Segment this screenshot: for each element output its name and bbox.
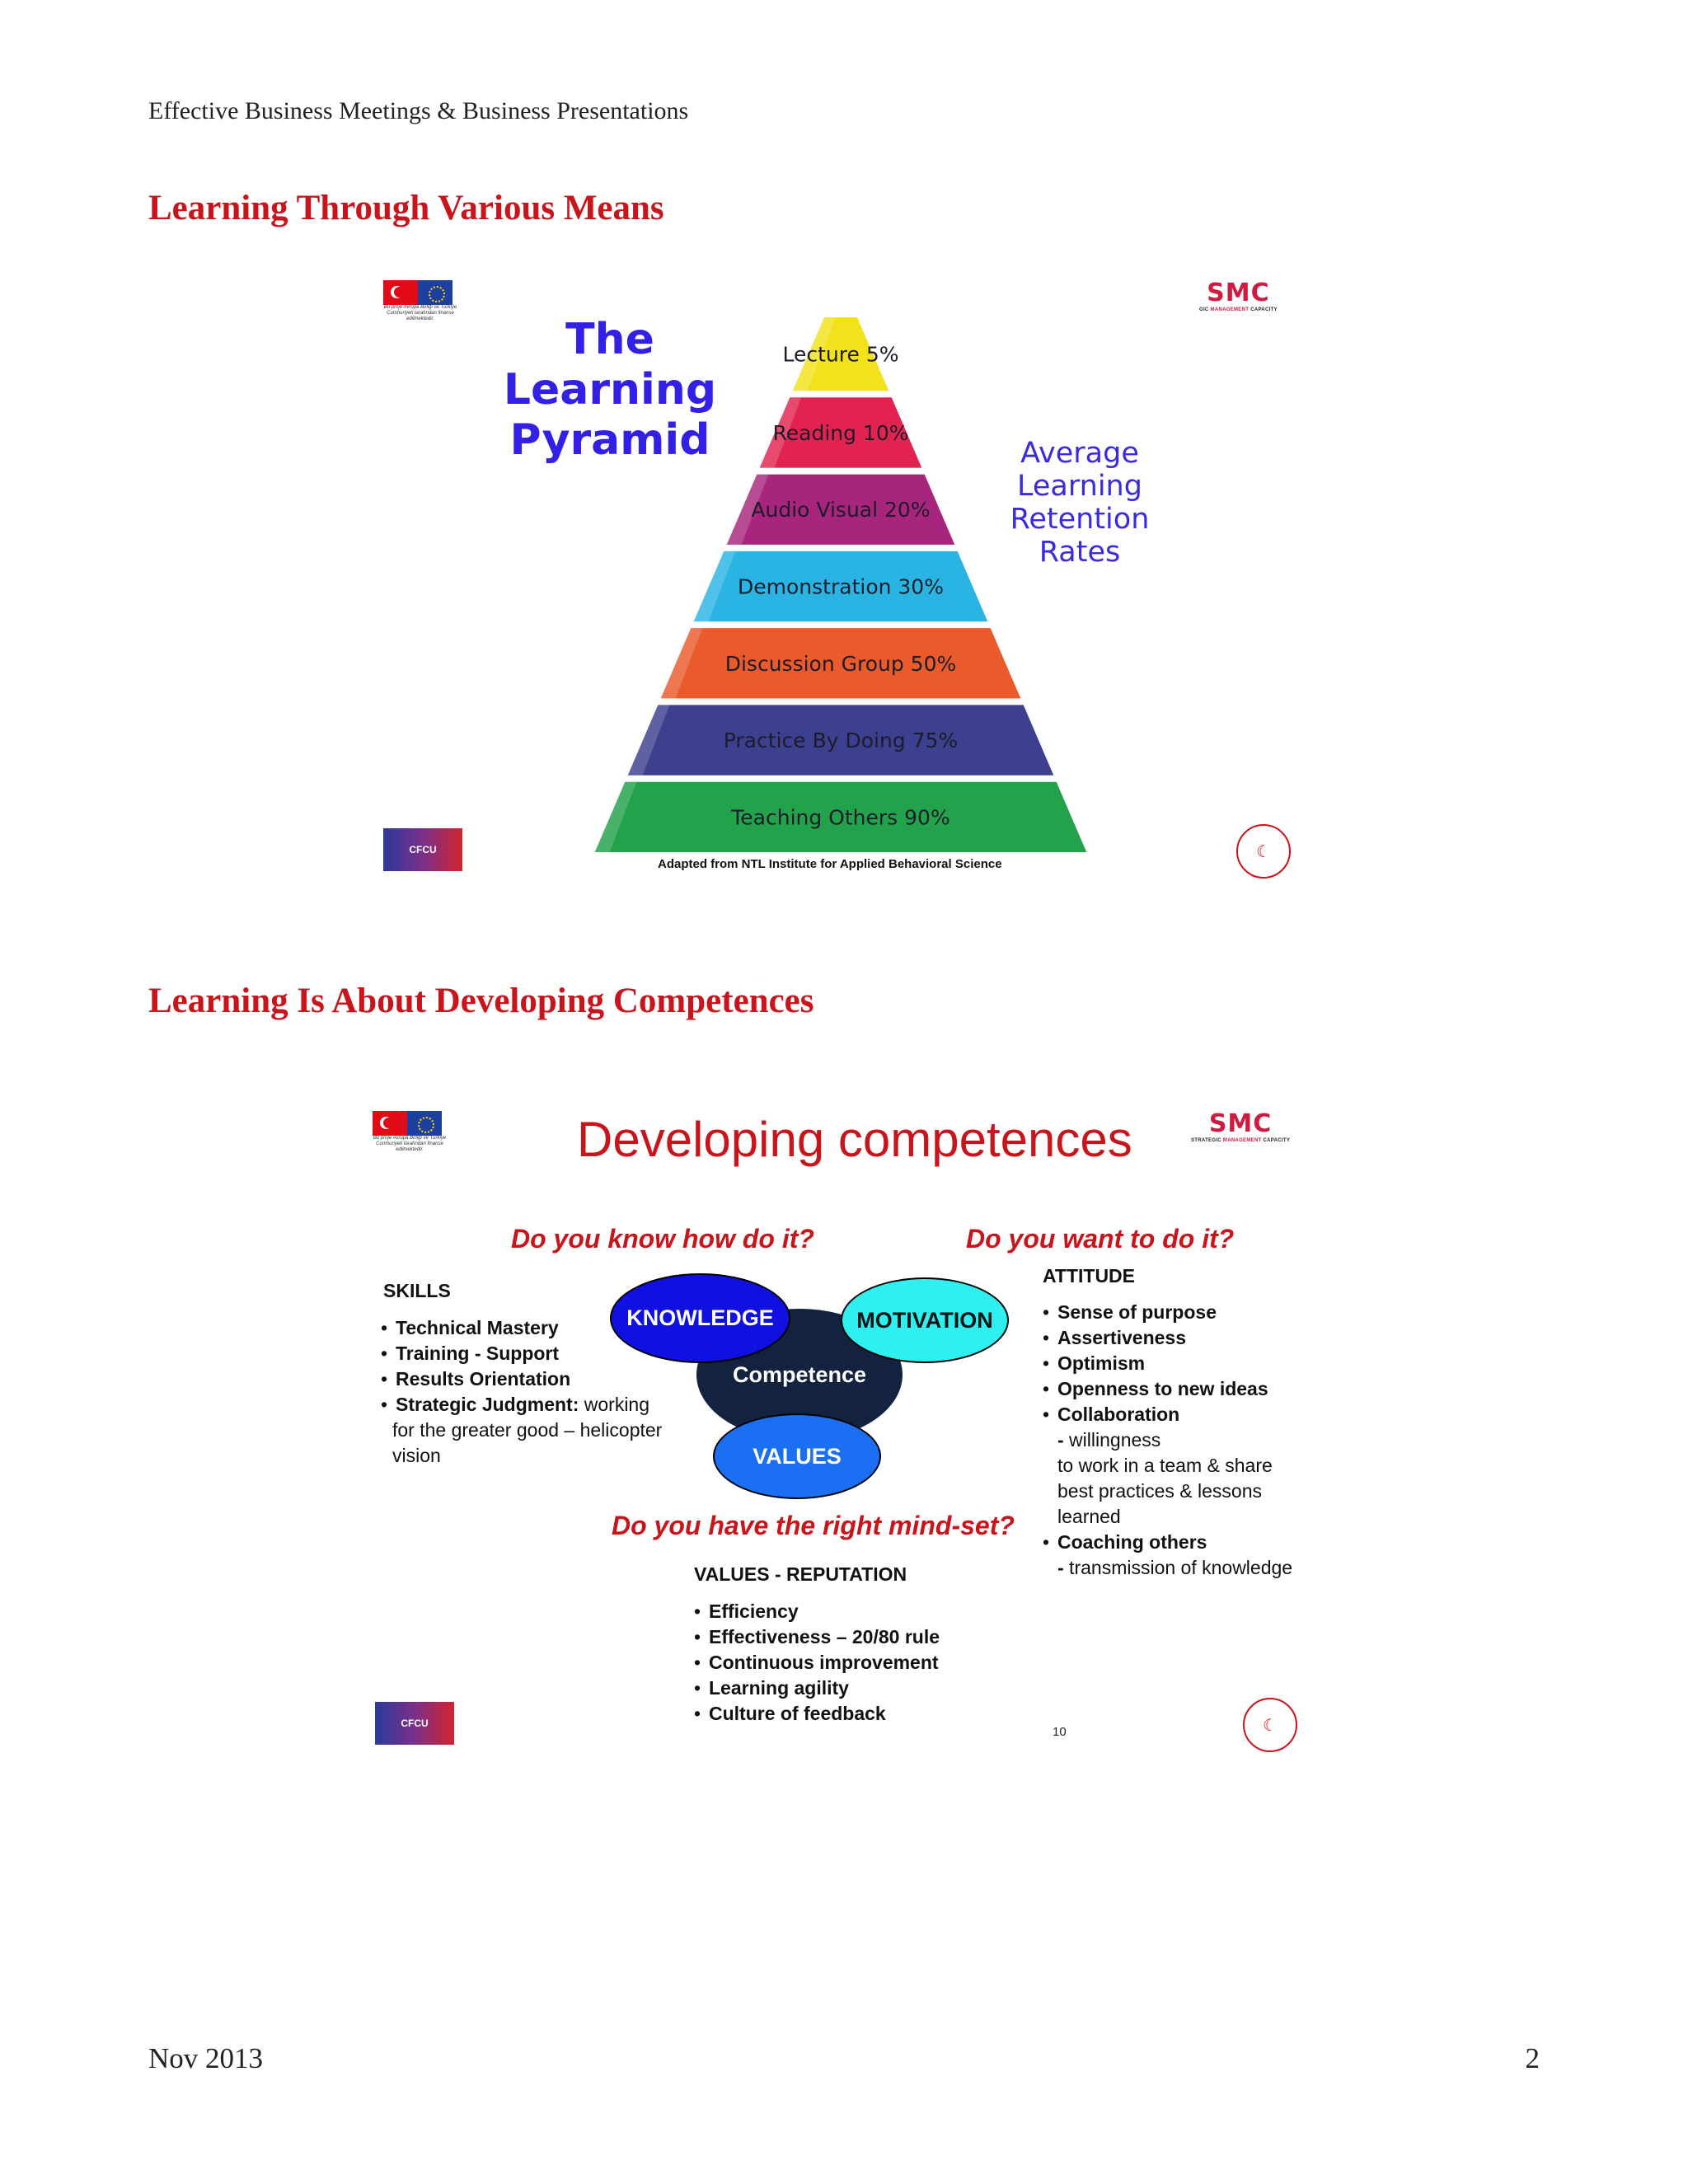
eu-caption-3: edilmektedir. [396,1147,424,1152]
pyramid-tier-audio-visual [726,474,955,545]
question-want-to: Do you want to do it? [966,1224,1235,1254]
turkey-flag-icon [383,280,418,305]
side-text-line-2: Learning [1017,470,1142,503]
pyramid-tier-shade [660,628,703,699]
pyramid-tier-practice-by-doing [627,705,1054,776]
values-ellipse: VALUES [713,1413,881,1499]
pyramid-tier-label: Reading 10% [773,421,909,445]
coaching-list: Coaching others [1043,1530,1315,1555]
pyramid-tier-reading [759,397,922,468]
list-item: Continuous improvement [694,1650,991,1675]
eu-caption-1: Bu proje Avrupa Birliği ve Türkiye [373,1136,447,1141]
cfcu-logo-2: CFCU [375,1702,454,1745]
section-heading-competences: Learning Is About Developing Competences [148,982,814,1020]
cfcu-text: CFCU [401,1718,429,1729]
side-text-line-3: Retention [1010,503,1150,536]
list-item: Technical Mastery [381,1315,678,1341]
list-item: Efficiency [694,1599,991,1624]
pyramid-credit: Adapted from NTL Institute for Applied B… [658,857,1002,871]
smc-wordmark: SMC [1208,1109,1273,1138]
smc-wordmark: SMC [1207,279,1270,307]
skills-heading: SKILLS [383,1280,451,1301]
developing-competences-slide: Bu proje Avrupa Birliği ve Türkiye Cumhu… [363,1088,1319,1764]
retention-rates-caption: Average Learning Retention Rates [997,437,1162,569]
eu-caption-1: Bu proje Avrupa Birliği ve Türkiye [383,305,457,310]
attitude-list: Sense of purpose Assertiveness Optimism … [1043,1300,1315,1427]
knowledge-ellipse: KNOWLEDGE [610,1273,790,1363]
smc-logo: SMC GIC MANAGEMENT CAPACITY [1199,279,1278,312]
pyramid-tier-demonstration [693,551,988,622]
list-item: Learning agility [694,1675,991,1701]
running-header: Effective Business Meetings & Business P… [148,97,689,124]
eu-caption-2: Cumhuriyeti tarafından finanse [376,1141,443,1146]
smc-logo-2: SMC STRATEGIC MANAGEMENT CAPACITY [1191,1109,1290,1143]
slide-page-number: 10 [1053,1725,1067,1739]
list-item: Optimism [1043,1351,1315,1376]
smc-tagline: STRATEGIC MANAGEMENT CAPACITY [1191,1138,1291,1143]
attitude-heading: ATTITUDE [1043,1265,1136,1286]
collaboration-detail: - willingness to work in a team & share … [1057,1429,1273,1527]
turkish-ministry-seal-icon: ☾ [1236,824,1291,879]
turkey-flag-icon [373,1111,407,1136]
list-item: Results Orientation [381,1366,678,1392]
values-reputation-list: Efficiency Effectiveness – 20/80 rule Co… [694,1599,991,1727]
list-item: Training - Support [381,1341,678,1366]
pyramid-title-line-1: The [565,315,654,364]
pyramid-tier-shade [627,705,670,776]
pyramid-tier-shade [693,551,736,622]
pyramid-tier-lecture [792,317,889,391]
pyramid-tier-shade [594,781,637,852]
list-item: Collaboration [1043,1402,1315,1427]
pyramid-title-line-2: Learning [503,365,717,415]
list-item: Effectiveness – 20/80 rule [694,1624,991,1650]
smc-tagline: GIC MANAGEMENT CAPACITY [1199,307,1278,312]
turkish-ministry-seal-icon: ☾ [1243,1698,1297,1752]
pyramid-tier-label: Lecture 5% [783,343,899,367]
question-know-how: Do you know how do it? [511,1224,814,1254]
skills-list: Technical Mastery Training - Support Res… [381,1315,678,1418]
learning-pyramid-slide: Bu proje Avrupa Birliği ve Türkiye Cumhu… [363,264,1319,890]
eu-caption-3: edilmektedir. [406,316,434,321]
slide-title: Developing competences [577,1112,1132,1167]
pyramid-tier-label: Teaching Others 90% [730,805,950,829]
cfcu-logo: CFCU [383,828,462,871]
coaching-detail: - transmission of knowledge [1057,1557,1293,1578]
pyramid-tier-teaching-others [594,781,1087,852]
eu-flag-icon [418,280,452,305]
values-reputation-heading: VALUES - REPUTATION [694,1563,907,1585]
eu-turkey-logo-2: Bu proje Avrupa Birliği ve Türkiye Cumhu… [373,1111,447,1153]
pyramid-tier-label: Discussion Group 50% [725,652,957,676]
list-item: Coaching others [1043,1530,1315,1555]
pyramid-tier-discussion-group [660,628,1021,699]
side-text-line-1: Average [1020,437,1139,470]
footer-date: Nov 2013 [148,2042,264,2074]
list-item: Sense of purpose [1043,1300,1315,1325]
list-item: Openness to new ideas [1043,1376,1315,1402]
eu-caption-2: Cumhuriyeti tarafından finanse [387,311,454,316]
eu-turkey-logo: Bu proje Avrupa Birliği ve Türkiye Cumhu… [383,280,457,322]
section-heading-learning-means: Learning Through Various Means [148,189,664,227]
list-item: Strategic Judgment: working [381,1392,678,1418]
question-mindset: Do you have the right mind-set? [612,1511,1015,1540]
pyramid-title: The Learning Pyramid [503,315,717,466]
footer-page-number: 2 [1525,2042,1540,2074]
learning-pyramid-chart: Lecture 5% Reading 10% Audio Visual 20% Dem… [594,317,1087,852]
cfcu-text: CFCU [409,844,437,855]
pyramid-tier-shade [792,317,836,391]
strategic-continuation: for the greater good – helicopter vision [392,1419,663,1466]
pyramid-tier-label: Demonstration 30% [738,575,944,599]
list-item: Culture of feedback [694,1701,991,1727]
motivation-ellipse: MOTIVATION [841,1277,1009,1363]
pyramid-tier-shade [726,474,769,545]
list-item: Assertiveness [1043,1325,1315,1351]
pyramid-tier-label: Audio Visual 20% [751,498,930,522]
pyramid-tier-label: Practice By Doing 75% [724,729,958,752]
eu-flag-icon [407,1111,442,1136]
pyramid-title-line-3: Pyramid [509,415,710,465]
pyramid-tier-shade [759,397,802,468]
side-text-line-4: Rates [1039,536,1121,569]
